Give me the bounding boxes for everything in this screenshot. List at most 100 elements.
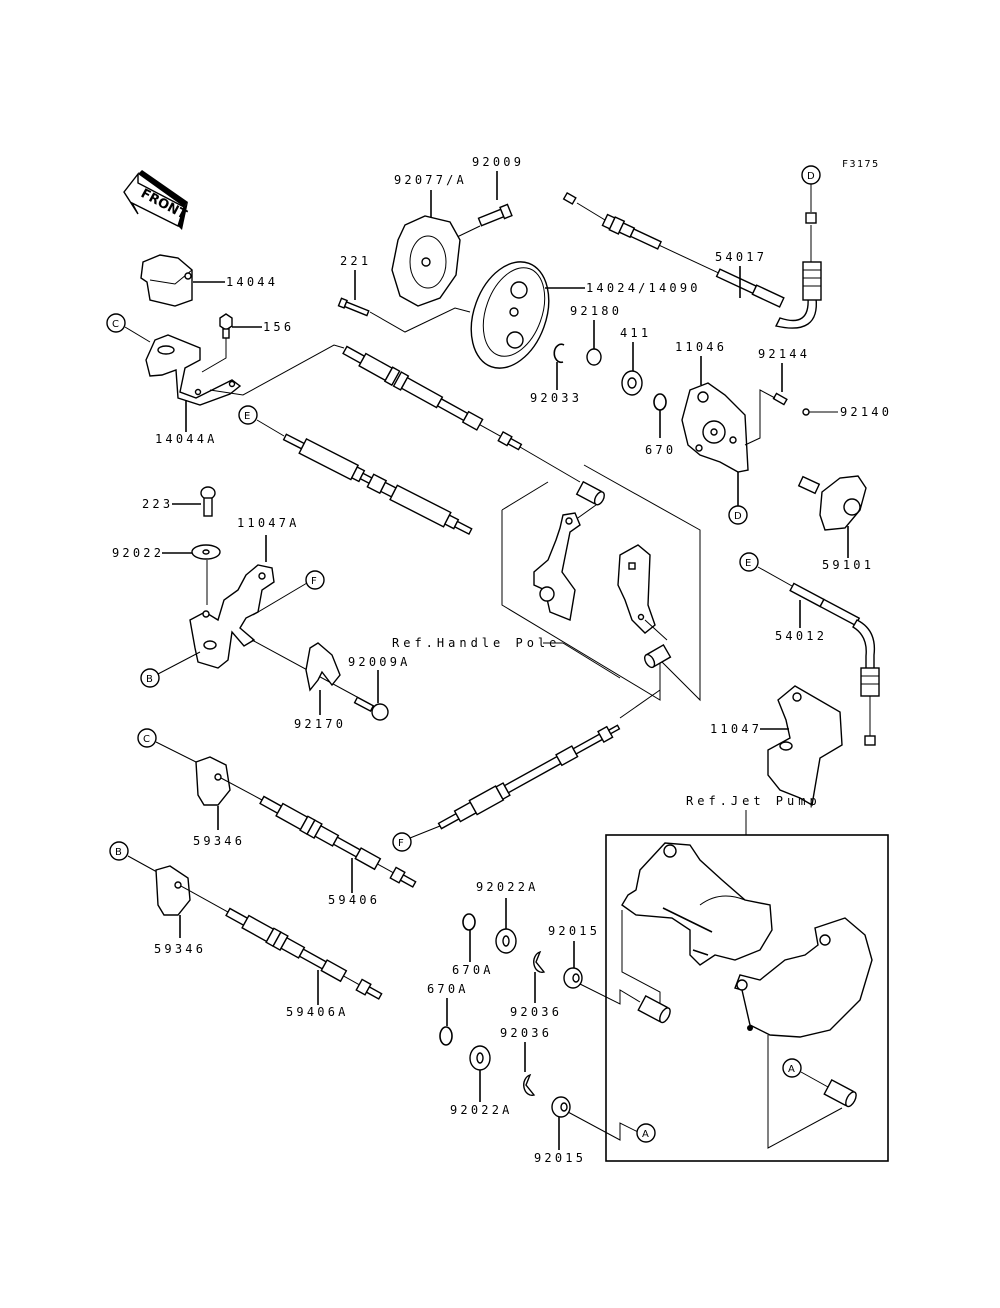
part-label-92036-top: 92036 — [510, 1005, 562, 1019]
handle-pole-reference-panel — [501, 464, 701, 702]
part-label-221: 221 — [340, 254, 371, 268]
ref-handle-pole-label: Ref.Handle Pole — [392, 636, 560, 650]
part-label-223: 223 — [142, 497, 173, 511]
part-11047-bracket — [767, 685, 843, 807]
part-92009A-bolt — [353, 696, 389, 721]
callout-c-bottom: C — [137, 728, 157, 748]
part-label-54017: 54017 — [715, 250, 767, 264]
part-label-92036-bottom: 92036 — [500, 1026, 552, 1040]
ref-jet-pump-label: Ref.Jet Pump — [686, 794, 821, 808]
part-92077A-plate — [391, 215, 461, 307]
part-label-92022A-bottom: 92022A — [450, 1103, 513, 1117]
svg-text:D: D — [734, 511, 742, 522]
svg-text:F: F — [311, 576, 317, 587]
leader-c-bottom — [155, 741, 197, 763]
cable-upper — [342, 345, 523, 451]
part-label-670A-top: 670A — [452, 963, 494, 977]
leader-b-mid — [157, 651, 201, 675]
part-label-54012: 54012 — [775, 629, 827, 643]
part-label-411: 411 — [620, 326, 651, 340]
part-92170-clamp — [305, 642, 341, 692]
part-label-92009A: 92009A — [348, 655, 411, 669]
part-92022-hole — [202, 549, 210, 555]
part-59406-cable — [259, 795, 417, 888]
leader-221-to-pulley — [369, 307, 471, 333]
leader-e-left — [256, 419, 285, 437]
part-14044A-bracket — [145, 334, 242, 406]
leader-cable-f-to-pole — [619, 689, 661, 719]
part-label-670A-bottom: 670A — [427, 982, 469, 996]
svg-text:C: C — [143, 734, 150, 745]
callout-d-top: D — [801, 165, 821, 185]
part-label-11047A: 11047A — [237, 516, 300, 530]
leader-grommet-bottom-to-cable — [180, 885, 229, 913]
part-670A-oring-top — [462, 913, 476, 931]
leader-92144-to-housing — [744, 389, 776, 446]
leader-92009-to-plate — [454, 225, 481, 239]
part-label-11046: 11046 — [675, 340, 727, 354]
part-label-59406: 59406 — [328, 893, 380, 907]
part-92036-clip-top — [533, 950, 546, 974]
leader-e-right — [757, 566, 793, 587]
callout-c-top: C — [106, 313, 126, 333]
part-label-92170: 92170 — [294, 717, 346, 731]
part-92022A-hole-top — [502, 935, 510, 947]
svg-text:A: A — [642, 1129, 649, 1140]
part-223-screw — [200, 486, 216, 517]
jet-pump-sleeve-lower — [823, 1078, 857, 1108]
part-92009-screw — [477, 203, 513, 227]
part-label-14024-14090: 14024/14090 — [586, 281, 701, 295]
part-label-11047: 11047 — [710, 722, 762, 736]
part-59101-shaft — [797, 475, 867, 531]
part-411-hole — [627, 377, 637, 389]
part-92036-clip-bottom — [523, 1073, 536, 1097]
part-221-screw — [337, 297, 370, 317]
leader-c-top — [124, 326, 151, 343]
part-label-59406A: 59406A — [286, 1005, 349, 1019]
callout-e-left: E — [238, 405, 258, 425]
leader-92015-to-a — [567, 1111, 639, 1141]
callout-b-mid: B — [140, 668, 160, 688]
leader-bracket-to-cable — [209, 344, 345, 396]
svg-text:E: E — [745, 558, 751, 569]
part-label-92033: 92033 — [530, 391, 582, 405]
part-92144-set-screw — [772, 392, 788, 406]
part-label-92022: 92022 — [112, 546, 164, 560]
part-92180-washer — [586, 348, 602, 366]
part-59406A-cable — [225, 907, 383, 1000]
callout-a-inside: A — [782, 1058, 802, 1078]
leader-f-mid — [252, 582, 308, 616]
leader-upper-cable-to-pole — [519, 446, 581, 483]
front-arrow-icon: FRONT — [123, 170, 189, 230]
jet-pump-deflector — [734, 917, 873, 1038]
leader-b-bottom — [127, 855, 158, 873]
svg-text:E: E — [244, 411, 250, 422]
cable-f-assembly — [437, 724, 621, 830]
part-92015-nut-top — [563, 967, 583, 989]
leader-grommet-top-to-cable — [220, 777, 263, 801]
leader-handle-pole-2 — [562, 642, 621, 679]
jet-pump-reference-box — [605, 834, 889, 1162]
part-label-14044A: 14044A — [155, 432, 218, 446]
part-670-oring — [653, 393, 667, 411]
leader-deflector-to-sleeve — [767, 1035, 843, 1149]
part-label-92015-top: 92015 — [548, 924, 600, 938]
part-54017-cable — [562, 191, 822, 329]
part-92033-clip — [553, 343, 565, 364]
svg-text:F: F — [398, 838, 404, 849]
svg-text:C: C — [112, 319, 119, 330]
part-92140-ball — [802, 408, 810, 416]
part-92022A-hole-bottom — [476, 1052, 484, 1064]
leader-nozzle-to-sleeve — [621, 910, 661, 1010]
part-label-92015-bottom: 92015 — [534, 1151, 586, 1165]
part-54012-cable — [789, 582, 880, 746]
callout-a-outside: A — [636, 1123, 656, 1143]
part-label-92077A: 92077/A — [394, 173, 467, 187]
callout-f-bottom: F — [392, 832, 412, 852]
svg-text:B: B — [146, 674, 153, 685]
part-label-14044: 14044 — [226, 275, 278, 289]
jet-pump-sleeve-upper — [637, 994, 671, 1024]
part-670A-oring-bottom — [439, 1026, 453, 1046]
part-label-92140: 92140 — [840, 405, 892, 419]
